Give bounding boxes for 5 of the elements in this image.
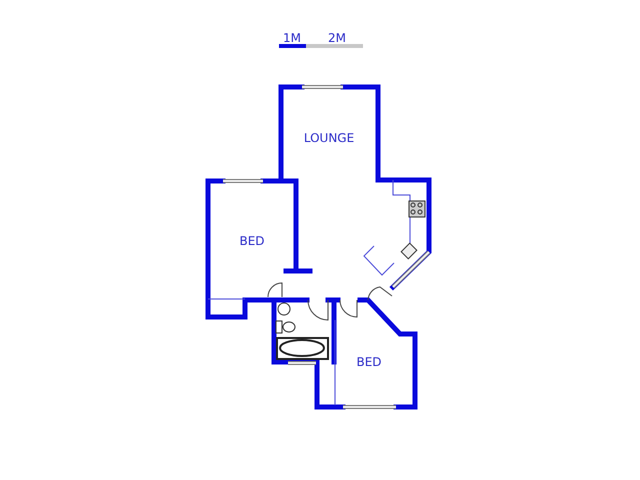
room-label: BED <box>239 234 265 248</box>
scale-label: 1M <box>283 31 301 45</box>
room-label: BED <box>356 355 382 369</box>
room-label: LOUNGE <box>304 131 354 145</box>
scale-label: 2M <box>328 31 346 45</box>
